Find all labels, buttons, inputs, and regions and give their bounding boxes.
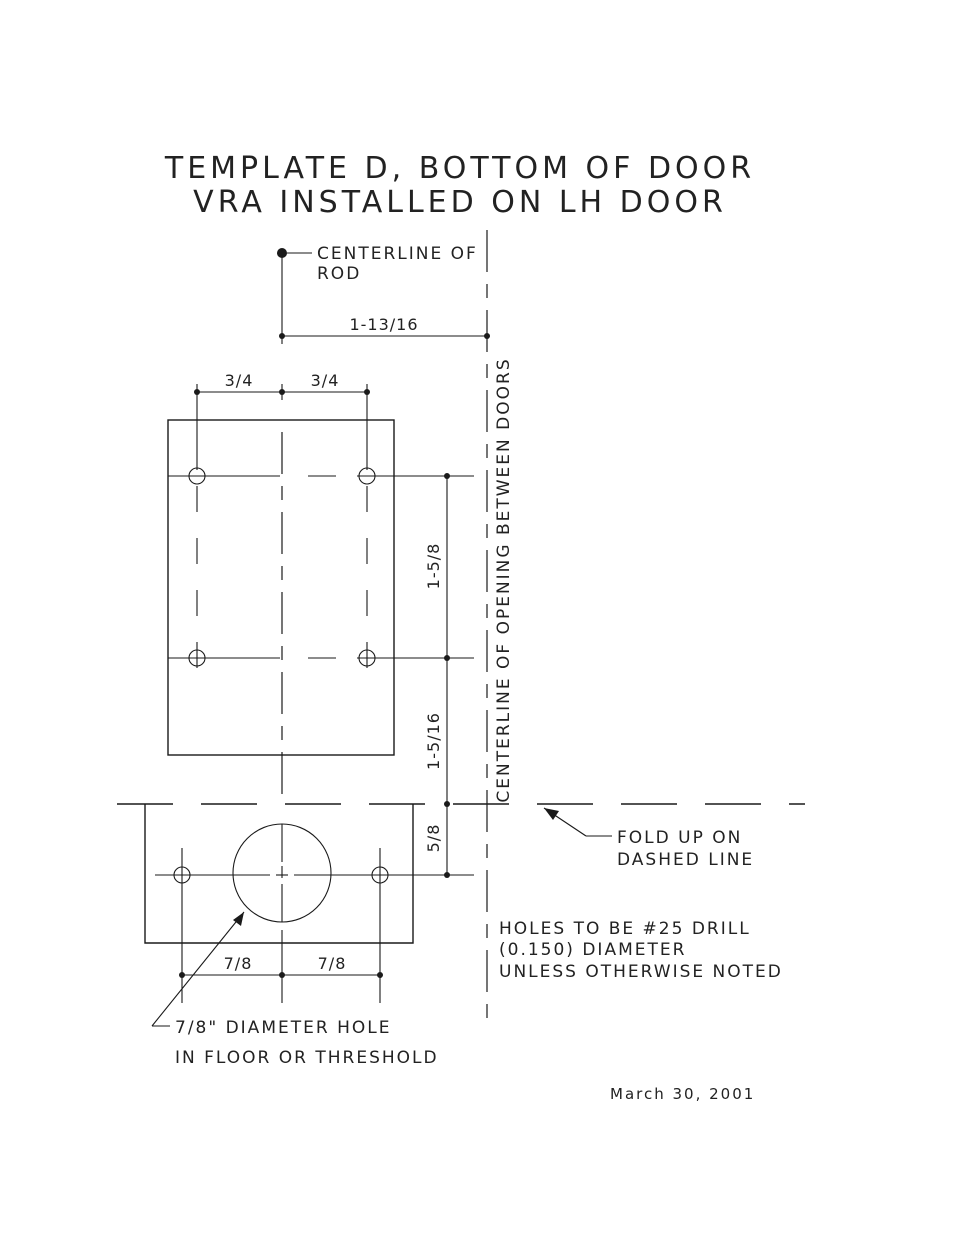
bottom-left-dimension: 7/8 (224, 954, 253, 973)
dimension-tick (444, 655, 450, 661)
dimension-tick (484, 333, 490, 339)
bottom-right-dimension: 7/8 (318, 954, 347, 973)
top-right-dimension: 3/4 (311, 371, 340, 390)
top-left-dimension: 3/4 (225, 371, 254, 390)
to-fold-dimension: 1-5/16 (424, 712, 443, 770)
floor-hole-label-line1: 7/8" DIAMETER HOLE (175, 1018, 391, 1038)
floor-hole-label-line2: IN FLOOR OR THRESHOLD (175, 1048, 439, 1068)
dimension-tick (179, 972, 185, 978)
rod-offset-dimension: 1-13/16 (349, 315, 418, 334)
dimension-tick (444, 801, 450, 807)
dimension-tick (377, 972, 383, 978)
drawing-title-line2: VRA INSTALLED ON LH DOOR (193, 185, 727, 220)
vertical-holes-dimension: 1-5/8 (424, 543, 443, 590)
rod-label-line1: CENTERLINE OF (317, 244, 478, 264)
fold-leader-arrowhead (544, 808, 559, 820)
fold-to-lower-dimension: 5/8 (424, 824, 443, 853)
holes-note-line2: (0.150) DIAMETER (499, 940, 686, 960)
fold-label-line1: FOLD UP ON (617, 828, 742, 848)
dimension-tick (194, 389, 200, 395)
fold-label-line2: DASHED LINE (617, 850, 754, 870)
dimension-tick (444, 473, 450, 479)
dimension-tick (279, 972, 285, 978)
drawing-title-line1: TEMPLATE D, BOTTOM OF DOOR (164, 151, 755, 186)
dimension-tick (279, 389, 285, 395)
holes-note-line1: HOLES TO BE #25 DRILL (499, 919, 751, 939)
opening-centerline-label: CENTERLINE OF OPENING BETWEEN DOORS (494, 357, 514, 802)
rod-label-line2: ROD (317, 264, 361, 284)
holes-note-line3: UNLESS OTHERWISE NOTED (499, 962, 783, 982)
dimension-tick (279, 333, 285, 339)
dimension-tick (364, 389, 370, 395)
drawing-date: March 30, 2001 (610, 1085, 755, 1103)
